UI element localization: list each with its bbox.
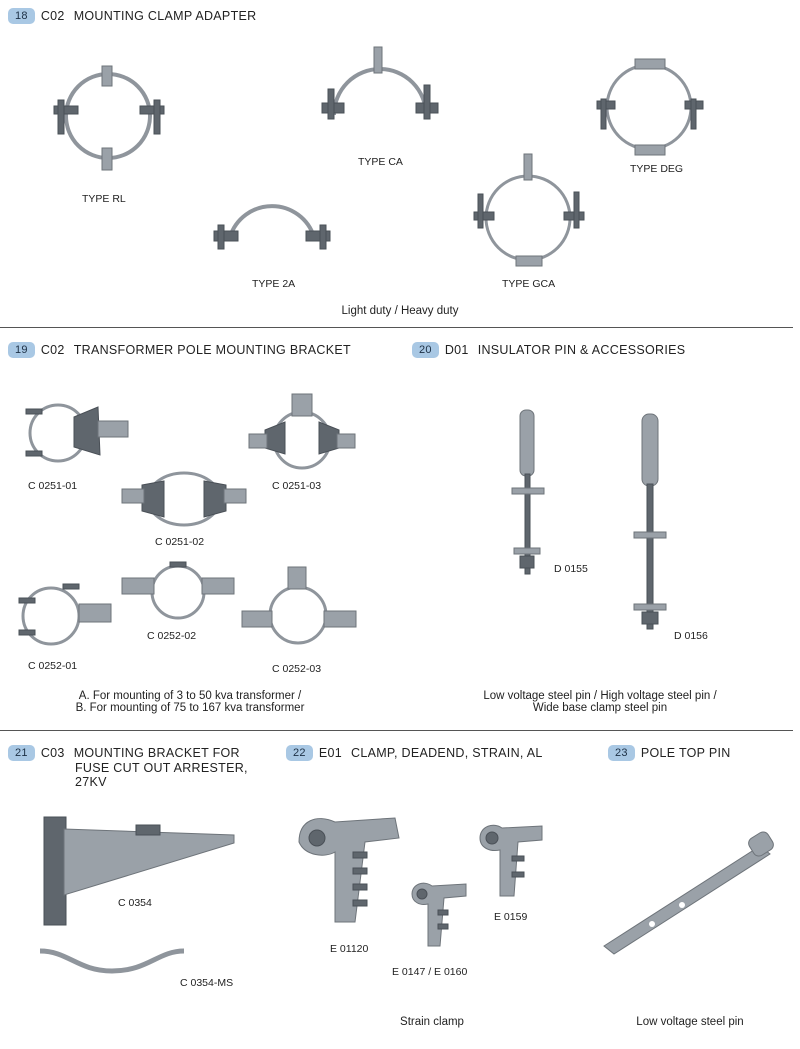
section-divider [0, 730, 793, 731]
clamp-type-ca-image [321, 46, 439, 120]
section-22-header: 22 E01 CLAMP, DEADEND, STRAIN, AL [286, 745, 543, 761]
clamp-type-gca-image [473, 153, 585, 267]
section-code: C02 [40, 9, 65, 23]
label-c0251-03: C 0251-03 [272, 480, 322, 492]
label-d0155: D 0155 [554, 563, 588, 575]
pin-d0155-image [511, 409, 545, 575]
bracket-c0252-01-image [18, 583, 112, 646]
label-c0354: C 0354 [118, 897, 152, 909]
section-code: C02 [40, 343, 65, 357]
clamp-type-deg-image [596, 58, 704, 156]
section-20-caption: Low voltage steel pin / High voltage ste… [440, 690, 760, 714]
section-number-badge: 20 [412, 342, 439, 358]
section-number-badge: 23 [608, 745, 635, 761]
label-type-2a: TYPE 2A [252, 278, 296, 290]
section-title: MOUNTING BRACKET FOR [73, 746, 240, 760]
clamp-type-rl-image [53, 65, 165, 171]
pin-d0156-image [633, 413, 667, 630]
label-c0252-03: C 0252-03 [272, 663, 322, 675]
label-c0252-01: C 0252-01 [28, 660, 78, 672]
section-19-header: 19 C02 TRANSFORMER POLE MOUNTING BRACKET [8, 342, 351, 358]
bracket-c0252-02-image [121, 561, 235, 620]
section-title: POLE TOP PIN [640, 746, 731, 760]
label-e0147-e0160: E 0147 / E 0160 [392, 966, 468, 978]
label-c0251-02: C 0251-02 [155, 536, 205, 548]
section-code: C03 [40, 746, 65, 760]
section-title-line: 27KV [75, 775, 107, 789]
label-type-deg: TYPE DEG [630, 163, 684, 175]
section-divider [0, 327, 793, 328]
section-title: INSULATOR PIN & ACCESSORIES [477, 343, 686, 357]
label-type-gca: TYPE GCA [502, 278, 556, 290]
label-c0251-01: C 0251-01 [28, 480, 78, 492]
label-e01120: E 01120 [330, 943, 369, 955]
bracket-c0251-02-image [121, 471, 247, 527]
bracket-c0251-03-image [248, 393, 356, 470]
strap-c0354-ms-image [39, 948, 185, 974]
caption-line: B. For mounting of 75 to 167 kva transfo… [75, 702, 305, 714]
clamp-type-2a-image [213, 204, 331, 250]
section-number-badge: 21 [8, 745, 35, 761]
section-code: D01 [444, 343, 469, 357]
label-e0159: E 0159 [494, 911, 528, 923]
section-title: CLAMP, DEADEND, STRAIN, AL [351, 746, 543, 760]
bracket-c0354-image [43, 816, 235, 926]
section-number-badge: 19 [8, 342, 35, 358]
section-22-caption: Strain clamp [400, 1016, 464, 1028]
clamp-e01120-image [298, 817, 400, 923]
label-c0354-ms: C 0354-MS [180, 977, 234, 989]
section-title: TRANSFORMER POLE MOUNTING BRACKET [73, 343, 351, 357]
pole-top-pin-image [603, 831, 774, 955]
section-code: E01 [318, 746, 342, 760]
bracket-c0251-01-image [25, 403, 129, 463]
section-20-header: 20 D01 INSULATOR PIN & ACCESSORIES [412, 342, 685, 358]
section-title-line: FUSE CUT OUT ARRESTER, [75, 761, 248, 775]
section-21-header: 21 C03 MOUNTING BRACKET FOR FUSE CUT OUT… [8, 745, 248, 789]
caption-line: Wide base clamp steel pin [532, 702, 668, 714]
clamp-e0159-image [479, 824, 543, 897]
caption-line: A. For mounting of 3 to 50 kva transform… [78, 690, 302, 702]
label-type-ca: TYPE CA [358, 156, 403, 168]
section-title: MOUNTING CLAMP ADAPTER [73, 9, 257, 23]
section-number-badge: 18 [8, 8, 35, 24]
caption-line: Low voltage steel pin / High voltage ste… [483, 690, 717, 702]
label-d0156: D 0156 [674, 630, 708, 642]
section-19-caption: A. For mounting of 3 to 50 kva transform… [40, 690, 340, 714]
clamp-e0147-image [411, 882, 467, 947]
label-c0252-02: C 0252-02 [147, 630, 197, 642]
section-number-badge: 22 [286, 745, 313, 761]
section-18-caption: Light duty / Heavy duty [341, 305, 459, 317]
section-18-header: 18 C02 MOUNTING CLAMP ADAPTER [8, 8, 256, 24]
label-type-rl: TYPE RL [82, 193, 126, 205]
section-23-caption: Low voltage steel pin [636, 1016, 744, 1028]
bracket-c0252-03-image [241, 566, 357, 645]
section-23-header: 23 POLE TOP PIN [608, 745, 731, 761]
